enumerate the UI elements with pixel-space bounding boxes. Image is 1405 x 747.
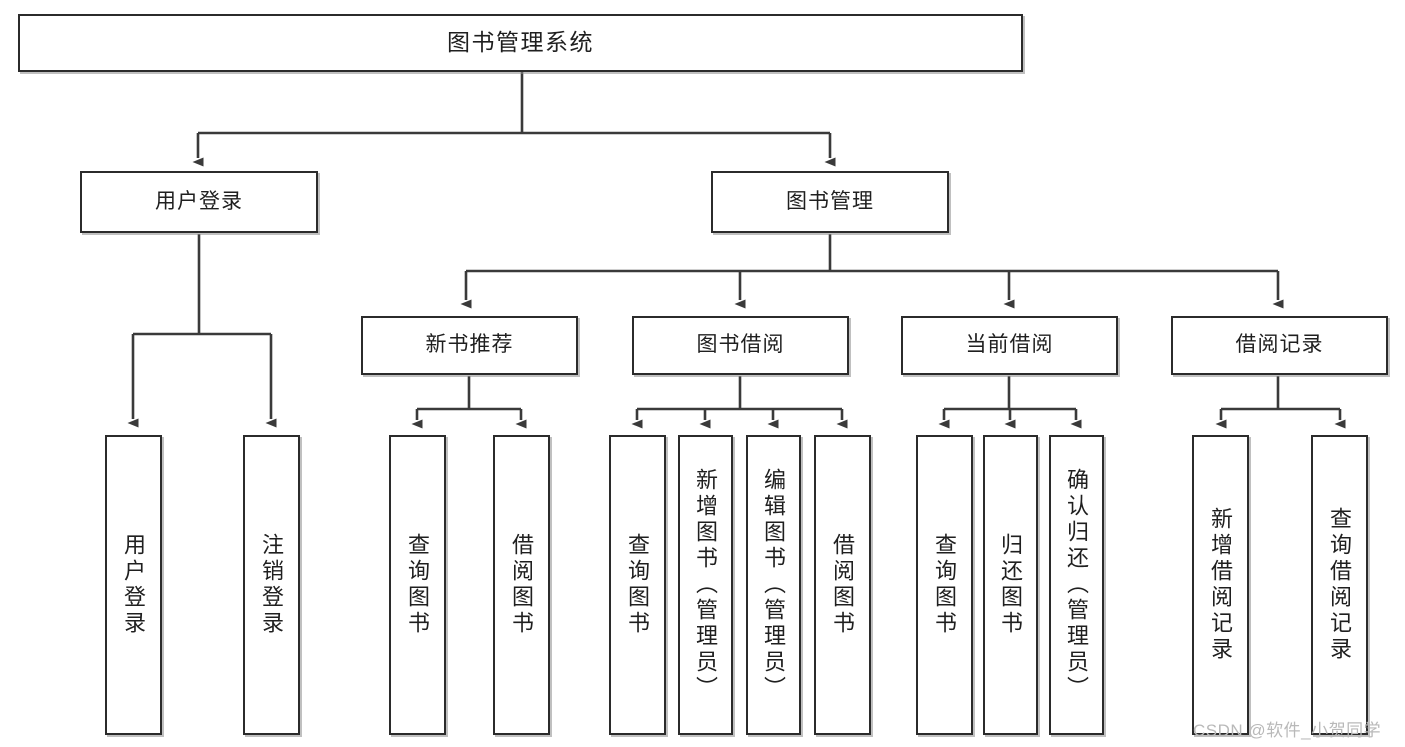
leaf-borrow-borrow-book-label: 借阅图书 xyxy=(830,533,856,637)
leaf-recommend-borrow-book[interactable]: 借阅图书 xyxy=(493,435,550,735)
node-current-borrow-label: 当前借阅 xyxy=(965,333,1054,357)
leaf-logout-login[interactable]: 注销登录 xyxy=(243,435,300,735)
node-root-label: 图书管理系统 xyxy=(447,29,594,56)
node-new-book-recommend[interactable]: 新书推荐 xyxy=(361,316,578,375)
leaf-user-login-label: 用户登录 xyxy=(121,533,147,637)
node-book-borrow[interactable]: 图书借阅 xyxy=(632,316,849,375)
leaf-recommend-query-book-label: 查询图书 xyxy=(405,533,431,637)
leaf-current-query-book[interactable]: 查询图书 xyxy=(916,435,973,735)
leaf-user-login[interactable]: 用户登录 xyxy=(105,435,162,735)
leaf-borrow-query-book-label: 查询图书 xyxy=(625,533,651,637)
leaf-recommend-borrow-book-label: 借阅图书 xyxy=(509,533,535,637)
leaf-logout-login-label: 注销登录 xyxy=(259,533,285,637)
node-user-login-label: 用户登录 xyxy=(155,189,243,213)
node-root[interactable]: 图书管理系统 xyxy=(18,14,1023,72)
node-borrow-record[interactable]: 借阅记录 xyxy=(1171,316,1388,375)
leaf-borrow-query-book[interactable]: 查询图书 xyxy=(609,435,666,735)
csdn-watermark: CSDN @软件_小贺同学 xyxy=(1193,721,1382,740)
leaf-add-book-admin-label: 新增图书（管理员） xyxy=(693,468,719,702)
node-new-book-recommend-label: 新书推荐 xyxy=(425,333,514,357)
leaf-recommend-query-book[interactable]: 查询图书 xyxy=(389,435,446,735)
leaf-add-borrow-record-label: 新增借阅记录 xyxy=(1208,507,1234,663)
leaf-return-book-label: 归还图书 xyxy=(998,533,1024,637)
leaf-query-borrow-record-label: 查询借阅记录 xyxy=(1327,507,1353,663)
leaf-confirm-return-admin[interactable]: 确认归还（管理员） xyxy=(1049,435,1104,735)
leaf-query-borrow-record[interactable]: 查询借阅记录 xyxy=(1311,435,1368,735)
node-book-management[interactable]: 图书管理 xyxy=(711,171,949,233)
leaf-confirm-return-admin-label: 确认归还（管理员） xyxy=(1064,468,1090,702)
leaf-add-borrow-record[interactable]: 新增借阅记录 xyxy=(1192,435,1249,735)
leaf-edit-book-admin-label: 编辑图书（管理员） xyxy=(761,468,787,702)
node-borrow-record-label: 借阅记录 xyxy=(1235,333,1324,357)
leaf-current-query-book-label: 查询图书 xyxy=(932,533,958,637)
node-book-management-label: 图书管理 xyxy=(786,189,874,213)
leaf-borrow-borrow-book[interactable]: 借阅图书 xyxy=(814,435,871,735)
node-book-borrow-label: 图书借阅 xyxy=(696,333,785,357)
node-current-borrow[interactable]: 当前借阅 xyxy=(901,316,1118,375)
leaf-add-book-admin[interactable]: 新增图书（管理员） xyxy=(678,435,733,735)
node-user-login[interactable]: 用户登录 xyxy=(80,171,318,233)
leaf-return-book[interactable]: 归还图书 xyxy=(983,435,1038,735)
leaf-edit-book-admin[interactable]: 编辑图书（管理员） xyxy=(746,435,801,735)
